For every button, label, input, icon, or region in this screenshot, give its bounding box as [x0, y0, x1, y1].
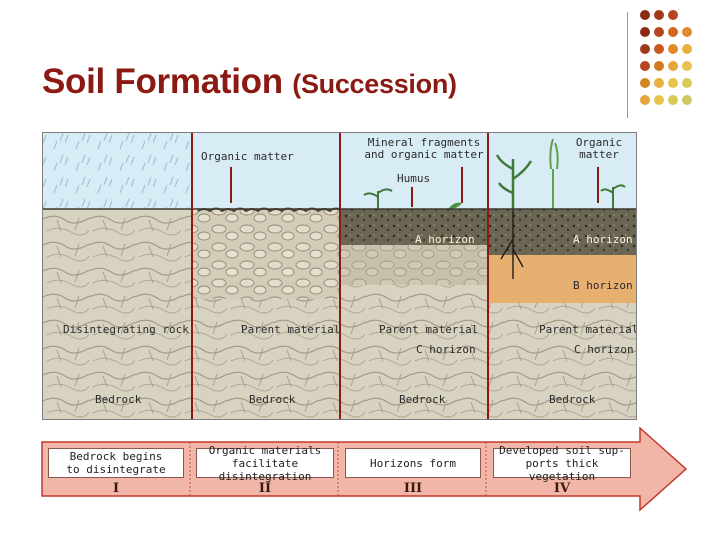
stage-box-2: Organic materials facilitate disintegrat… — [196, 444, 334, 483]
decor-dot — [668, 27, 678, 37]
label-bedrock-3: Bedrock — [399, 393, 446, 406]
decor-dot — [640, 44, 650, 54]
stage-numeral-3: III — [403, 481, 423, 496]
label-c-horizon-3: C horizon — [416, 343, 476, 356]
decor-dot — [682, 44, 692, 54]
decor-dot — [668, 95, 678, 105]
decor-dot — [682, 61, 692, 71]
decor-dot-grid — [640, 10, 720, 120]
label-parent-material-3: Parent material — [379, 323, 479, 336]
decor-dot — [668, 44, 678, 54]
decor-dot — [682, 78, 692, 88]
decor-dot — [640, 78, 650, 88]
decor-dot — [654, 27, 664, 37]
decor-dot — [640, 10, 650, 20]
soil-diagram: Disintegrating rock Bedrock Organic matt… — [42, 132, 637, 420]
label-humus: Humus — [397, 172, 431, 185]
decor-dot — [640, 95, 650, 105]
label-parent-material-2: Parent material — [241, 323, 341, 336]
stage-numeral-2: II — [258, 481, 272, 496]
decor-dot — [668, 78, 678, 88]
label-organic-matter-2: Organic matter — [201, 150, 294, 163]
decor-dot — [654, 61, 664, 71]
stage-numeral-1: I — [112, 481, 120, 496]
decor-dot — [682, 95, 692, 105]
decor-dot — [682, 27, 692, 37]
label-b-horizon-4: B horizon — [573, 279, 633, 292]
decor-dot — [668, 10, 678, 20]
decor-dot — [640, 61, 650, 71]
stage-box-3: Horizons form — [345, 448, 481, 478]
label-bedrock-2: Bedrock — [249, 393, 296, 406]
label-bedrock-4: Bedrock — [549, 393, 596, 406]
label-organic-matter-4: Organic matter — [575, 136, 623, 161]
soil-diagram-art — [43, 133, 636, 419]
label-a-horizon-3: A horizon — [415, 233, 475, 246]
title-sub: (Succession) — [292, 69, 457, 99]
label-parent-material-4: Parent material — [539, 323, 637, 336]
decor-dot — [668, 61, 678, 71]
decor-dot — [654, 10, 664, 20]
decor-dot — [654, 95, 664, 105]
decor-divider-line — [627, 12, 628, 118]
stage-box-1: Bedrock begins to disintegrate — [48, 448, 184, 478]
label-disintegrating-rock: Disintegrating rock — [63, 323, 189, 336]
decor-dot — [654, 78, 664, 88]
decor-dot — [640, 27, 650, 37]
slide-title: Soil Formation (Succession) — [42, 62, 457, 102]
stage-numeral-4: IV — [553, 481, 571, 496]
label-a-horizon-4: A horizon — [573, 233, 633, 246]
succession-arrow: Bedrock begins to disintegrate Organic m… — [40, 426, 690, 512]
label-bedrock-1: Bedrock — [95, 393, 142, 406]
stage-box-4: Developed soil sup- ports thick vegetati… — [493, 444, 631, 483]
label-c-horizon-4: C horizon — [574, 343, 634, 356]
label-mineral-fragments: Mineral fragments and organic matter — [364, 136, 484, 161]
decor-dot — [654, 44, 664, 54]
title-main: Soil Formation — [42, 62, 283, 101]
